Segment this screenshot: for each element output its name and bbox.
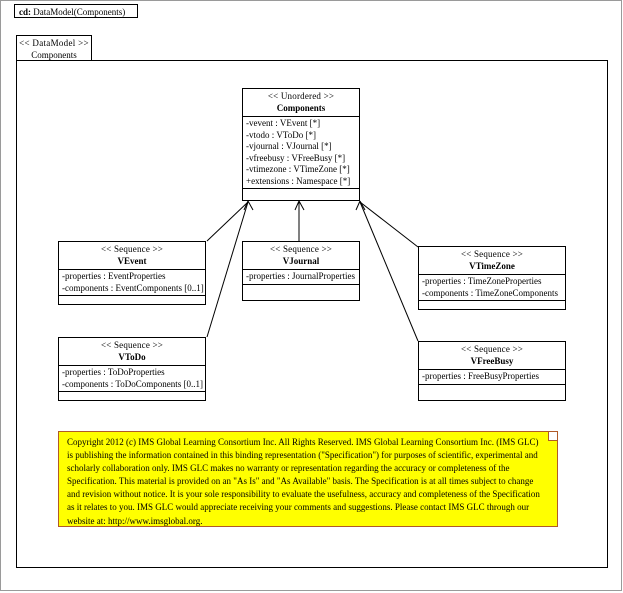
class-attribute: -vevent : VEvent [*] [246, 118, 321, 128]
class-attributes: -properties : TimeZoneProperties -compon… [419, 275, 565, 301]
class-operations [59, 296, 205, 309]
class-box-vtimezone[interactable]: << Sequence >> VTimeZone -properties : T… [418, 246, 566, 310]
class-attributes: -properties : ToDoProperties -components… [59, 366, 205, 392]
class-name: VToDo [118, 352, 146, 362]
class-operations [243, 285, 359, 298]
class-name: Components [276, 103, 326, 113]
class-attributes: -vevent : VEvent [*] -vtodo : VToDo [*] … [243, 117, 359, 189]
class-operations [419, 301, 565, 314]
class-attribute: -vfreebusy : VFreeBusy [*] [246, 152, 346, 163]
class-operations [419, 385, 565, 398]
class-box-vfreebusy[interactable]: << Sequence >> VFreeBusy -properties : F… [418, 341, 566, 401]
class-header: << Sequence >> VJournal [243, 242, 359, 270]
class-name: VEvent [117, 256, 147, 266]
class-attributes: -properties : JournalProperties [243, 270, 359, 285]
copyright-line: Copyright 2012 (c) IMS Global Learning C… [67, 437, 539, 447]
class-stereotype: << Sequence >> [269, 244, 333, 254]
class-attributes: -properties : EventProperties -component… [59, 270, 205, 296]
class-attribute: -properties : JournalProperties [246, 271, 355, 281]
class-operations [243, 189, 359, 202]
note-fold-corner [548, 432, 557, 441]
class-attribute: -properties : ToDoProperties [62, 367, 165, 377]
class-header: << Unordered >> Components [243, 89, 359, 117]
class-header: << Sequence >> VFreeBusy [419, 342, 565, 370]
class-stereotype: << Sequence >> [100, 244, 164, 254]
class-attribute: +extensions : Namespace [*] [246, 175, 351, 186]
class-attribute: -components : ToDoComponents [0..1] [62, 378, 203, 389]
class-box-components[interactable]: << Unordered >> Components -vevent : VEv… [242, 88, 360, 201]
copyright-line: website at: http://www.imsglobal.org. [67, 515, 203, 526]
class-attribute: -properties : TimeZoneProperties [422, 276, 542, 286]
class-header: << Sequence >> VToDo [59, 338, 205, 366]
class-name: VTimeZone [469, 261, 515, 271]
package-name: Components [31, 50, 77, 60]
diagram-tab-label: DataModel(Components) [33, 7, 126, 17]
class-stereotype: << Sequence >> [100, 340, 164, 350]
package-label: << DataModel >> Components [16, 35, 92, 61]
class-stereotype: << Unordered >> [267, 91, 335, 101]
class-box-vjournal[interactable]: << Sequence >> VJournal -properties : Jo… [242, 241, 360, 301]
copyright-note: Copyright 2012 (c) IMS Global Learning C… [58, 431, 558, 527]
class-attribute: -vjournal : VJournal [*] [246, 141, 332, 151]
class-attribute: -vtimezone : VTimeZone [*] [246, 164, 350, 174]
class-operations [59, 392, 205, 405]
class-attributes: -properties : FreeBusyProperties [419, 370, 565, 385]
class-name: VJournal [282, 256, 320, 266]
class-stereotype: << Sequence >> [460, 344, 524, 354]
class-stereotype: << Sequence >> [460, 249, 524, 259]
class-header: << Sequence >> VEvent [59, 242, 205, 270]
class-attribute: -properties : EventProperties [62, 271, 166, 281]
class-name: VFreeBusy [470, 356, 514, 366]
copyright-line: as it relates to you. IMS GLC would appr… [67, 502, 530, 513]
class-box-vevent[interactable]: << Sequence >> VEvent -properties : Even… [58, 241, 206, 305]
class-attribute: -components : TimeZoneComponents [422, 287, 558, 298]
diagram-tab[interactable]: cd: DataModel(Components) [14, 4, 139, 18]
class-attribute: -vtodo : VToDo [*] [246, 129, 316, 140]
package-stereotype: << DataModel >> [19, 38, 89, 48]
class-box-vtodo[interactable]: << Sequence >> VToDo -properties : ToDoP… [58, 337, 206, 401]
class-header: << Sequence >> VTimeZone [419, 247, 565, 275]
copyright-line: and revision without notice. It is your … [67, 489, 540, 500]
copyright-line: is publishing the information contained … [67, 450, 538, 461]
copyright-line: Specification. This material is provided… [67, 476, 534, 487]
copyright-line: scholarly collaboration only. IMS GLC ma… [67, 463, 510, 474]
diagram-tab-prefix: cd: [19, 7, 31, 17]
class-attribute: -components : EventComponents [0..1] [62, 282, 204, 293]
class-attribute: -properties : FreeBusyProperties [422, 371, 539, 381]
